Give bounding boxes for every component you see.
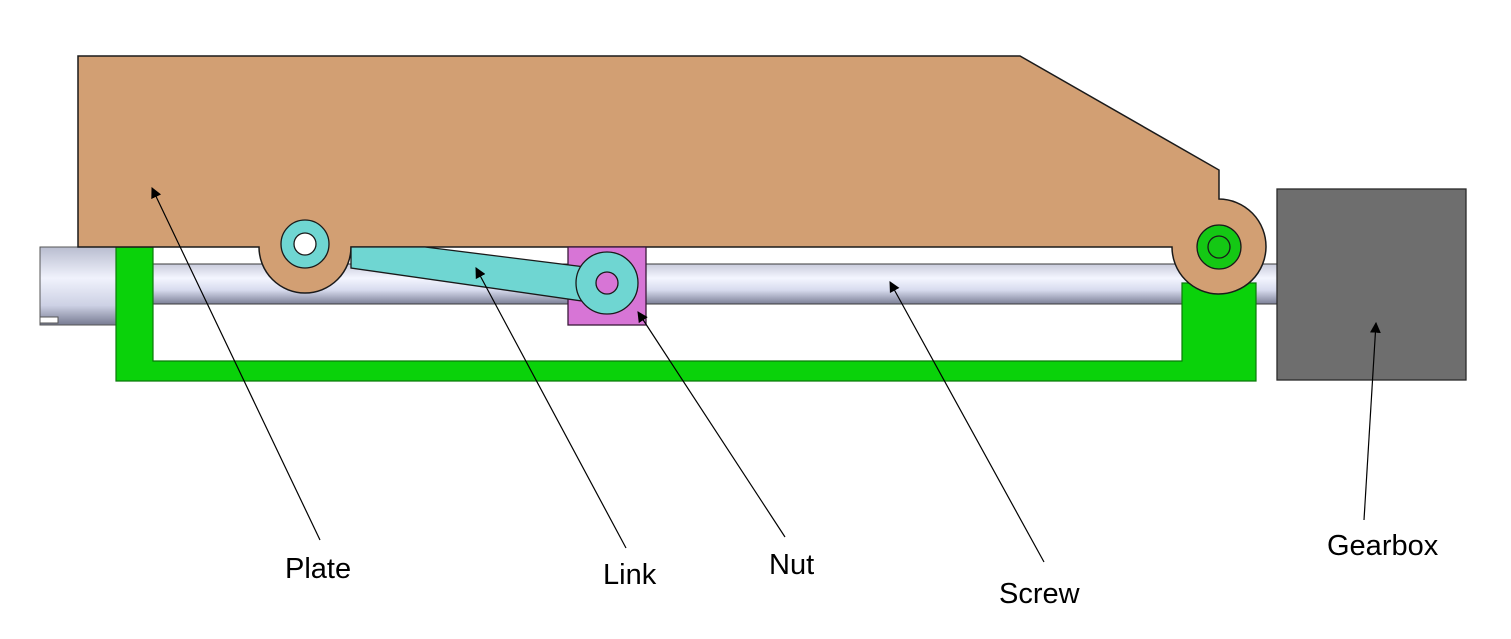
nut-leader-line bbox=[637, 311, 786, 538]
nut-label: Nut bbox=[769, 549, 814, 581]
screw-label: Screw bbox=[999, 578, 1081, 610]
gearbox-leader-line bbox=[1363, 321, 1381, 521]
screw-leader-line bbox=[889, 281, 1045, 563]
plate-leader-line bbox=[151, 187, 321, 541]
plate-label: Plate bbox=[285, 553, 351, 585]
plate-left-pivot bbox=[280, 219, 330, 269]
gearbox-label: Gearbox bbox=[1327, 530, 1439, 562]
plate bbox=[77, 55, 1267, 295]
frame bbox=[115, 246, 1257, 382]
link-leader-line bbox=[475, 267, 627, 549]
screw-left-end bbox=[39, 246, 119, 326]
gearbox bbox=[1276, 188, 1467, 381]
screw bbox=[39, 246, 1283, 326]
screw-left-notch bbox=[39, 316, 59, 324]
link-label: Link bbox=[603, 559, 657, 591]
plate-right-pivot bbox=[1196, 224, 1242, 270]
